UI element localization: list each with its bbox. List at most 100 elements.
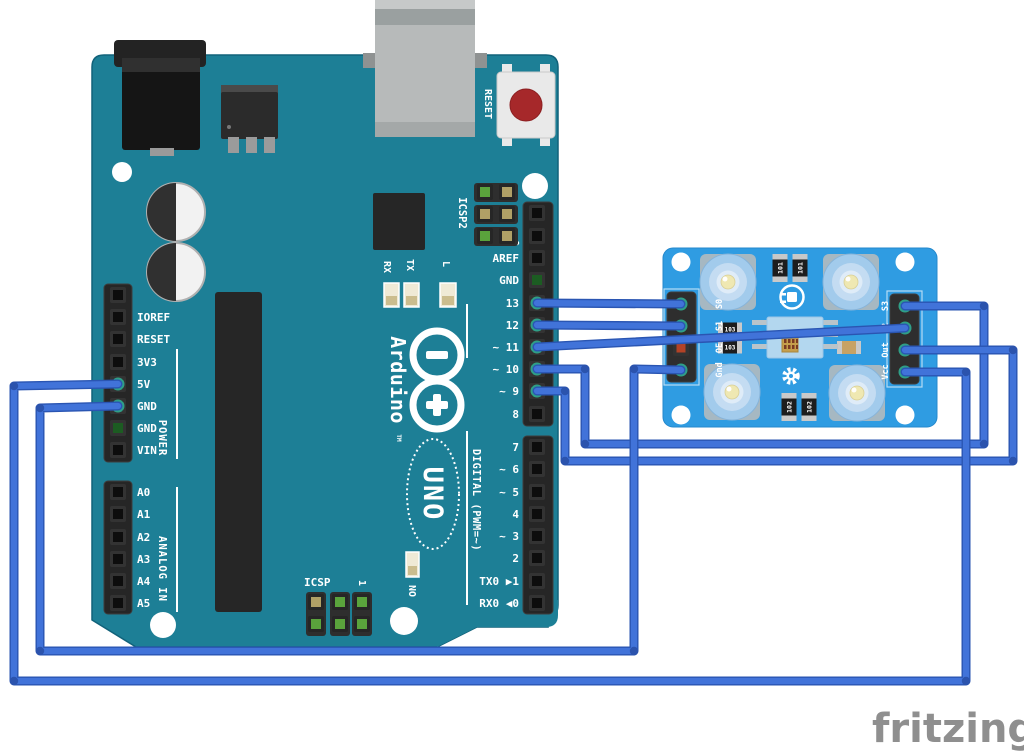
sensor-pin-label-s3: S3	[881, 301, 891, 311]
wire-11-to-s2[interactable]	[532, 323, 910, 352]
rx-led-label: RX	[381, 261, 392, 273]
wire-gnd-to-gnd[interactable]	[35, 364, 686, 656]
pin-label-a3: A3	[137, 553, 150, 566]
usb-interface-ic[interactable]	[373, 193, 425, 250]
icsp2-header[interactable]	[474, 183, 518, 246]
pin-label-5: ~ 5	[499, 486, 519, 499]
svg-text:101: 101	[777, 262, 785, 274]
l-led-label: L	[440, 261, 451, 267]
sensor-pin-label-oe: OE	[715, 343, 725, 353]
wire-9-to-out[interactable]	[532, 345, 1018, 466]
sensor-led	[703, 363, 761, 421]
fritzing-watermark: fritzing	[872, 706, 1024, 751]
capacitor[interactable]	[146, 242, 206, 302]
arduino-logo	[409, 327, 465, 433]
svg-text:101: 101	[797, 262, 805, 274]
mounting-hole	[895, 405, 915, 425]
pin-label-dgnd: GND	[499, 274, 519, 287]
pin-label-a5: A5	[137, 597, 150, 610]
svg-text:102: 102	[786, 401, 794, 413]
wire-5v-to-vcc[interactable]	[9, 367, 971, 686]
pin-label-3: ~ 3	[499, 530, 519, 543]
pin-label-a0: A0	[137, 486, 150, 499]
gear-icon	[782, 367, 800, 385]
sensor-led	[822, 253, 880, 311]
analog-header[interactable]	[103, 480, 133, 615]
pin-label-ioref: IOREF	[137, 311, 170, 324]
sensor-right-header[interactable]	[886, 290, 923, 388]
arduino-brand-label: Arduino	[386, 336, 410, 424]
sensor-pin-label-vcc: Vcc	[881, 364, 891, 379]
pin-label-6: ~ 6	[499, 463, 519, 476]
wire-10-to-s3[interactable]	[532, 301, 989, 449]
pin-label-13: 13	[506, 297, 519, 310]
usb-connector[interactable]	[363, 0, 487, 137]
pin-label-a2: A2	[137, 531, 150, 544]
power-header[interactable]	[103, 283, 133, 463]
mounting-hole	[390, 607, 418, 635]
pin-label-12: 12	[506, 319, 519, 332]
tx-led	[403, 282, 420, 308]
wire-13-to-s0[interactable]	[532, 298, 686, 309]
digital-header-bottom[interactable]	[522, 435, 554, 615]
mounting-hole	[671, 405, 691, 425]
barrel-jack[interactable]	[114, 40, 206, 156]
sensor-pin-label-out: Out	[881, 342, 891, 357]
icsp-label: ICSP	[304, 576, 331, 589]
reset-button[interactable]	[496, 64, 556, 146]
mounting-hole	[522, 173, 548, 199]
svg-text:103: 103	[725, 345, 736, 352]
uno-model-label: UNO	[417, 467, 448, 522]
rx-led	[383, 282, 400, 308]
reset-button-cap[interactable]	[509, 88, 543, 122]
uno-badge: UNO	[406, 438, 460, 550]
svg-text:102: 102	[806, 401, 814, 413]
pin-label-8: 8	[512, 408, 519, 421]
arduino-uno-board[interactable]: RESET ICSP2 TX RX L	[91, 0, 559, 648]
power-group-label: POWER	[156, 420, 168, 457]
pin-label-vin: VIN	[137, 444, 157, 457]
resistor: 102	[781, 393, 797, 421]
mounting-hole	[112, 162, 132, 182]
pin-label-11: ~ 11	[493, 341, 520, 354]
resistor: 102	[801, 393, 817, 421]
sensor-led	[699, 253, 757, 311]
icsp2-label: ICSP2	[456, 197, 468, 229]
pin-label-2: 2	[512, 552, 519, 565]
reset-button-label: RESET	[482, 89, 493, 119]
analog-group-label: ANALOG IN	[156, 536, 168, 602]
pin-label-a1: A1	[137, 508, 151, 521]
pin-label-9: ~ 9	[499, 385, 519, 398]
tx-led-label: TX	[404, 259, 415, 271]
sensor-pin-label-s0: S0	[715, 299, 725, 309]
pin-label-tx1: TX0 ▶1	[479, 575, 519, 588]
sensor-led	[828, 364, 886, 422]
capacitor[interactable]	[146, 182, 206, 242]
on-led	[405, 551, 420, 578]
resistor: 103	[718, 340, 742, 354]
atmega-ic[interactable]	[215, 292, 262, 612]
pin-label-3v3: 3V3	[137, 356, 157, 369]
vendor-logo-icon	[779, 284, 805, 310]
l-led	[439, 282, 457, 308]
svg-text:103: 103	[725, 327, 736, 334]
pin-label-gnd2: GND	[137, 422, 157, 435]
sensor-pin-label-gnd: Gnd	[715, 362, 725, 377]
icsp-header[interactable]	[306, 592, 372, 636]
on-led-label: ON	[408, 585, 419, 597]
resistor: 103	[718, 322, 742, 336]
resistor: 101	[792, 254, 808, 282]
sensor-pin-label-s1: S1	[715, 321, 725, 331]
voltage-regulator[interactable]	[221, 85, 278, 153]
pin-label-a4: A4	[137, 575, 151, 588]
wire-12-to-s1[interactable]	[532, 320, 686, 331]
pin-label-4: 4	[512, 508, 519, 521]
capacitor-smd	[837, 341, 861, 354]
digital-group-label: DIGITAL (PWM=~)	[470, 449, 482, 551]
pin-label-5v: 5V	[137, 378, 151, 391]
pin-label-aref: AREF	[493, 252, 520, 265]
pin-label-reset: RESET	[137, 333, 170, 346]
pin-label-7: 7	[512, 441, 519, 454]
resistor: 101	[772, 254, 788, 282]
